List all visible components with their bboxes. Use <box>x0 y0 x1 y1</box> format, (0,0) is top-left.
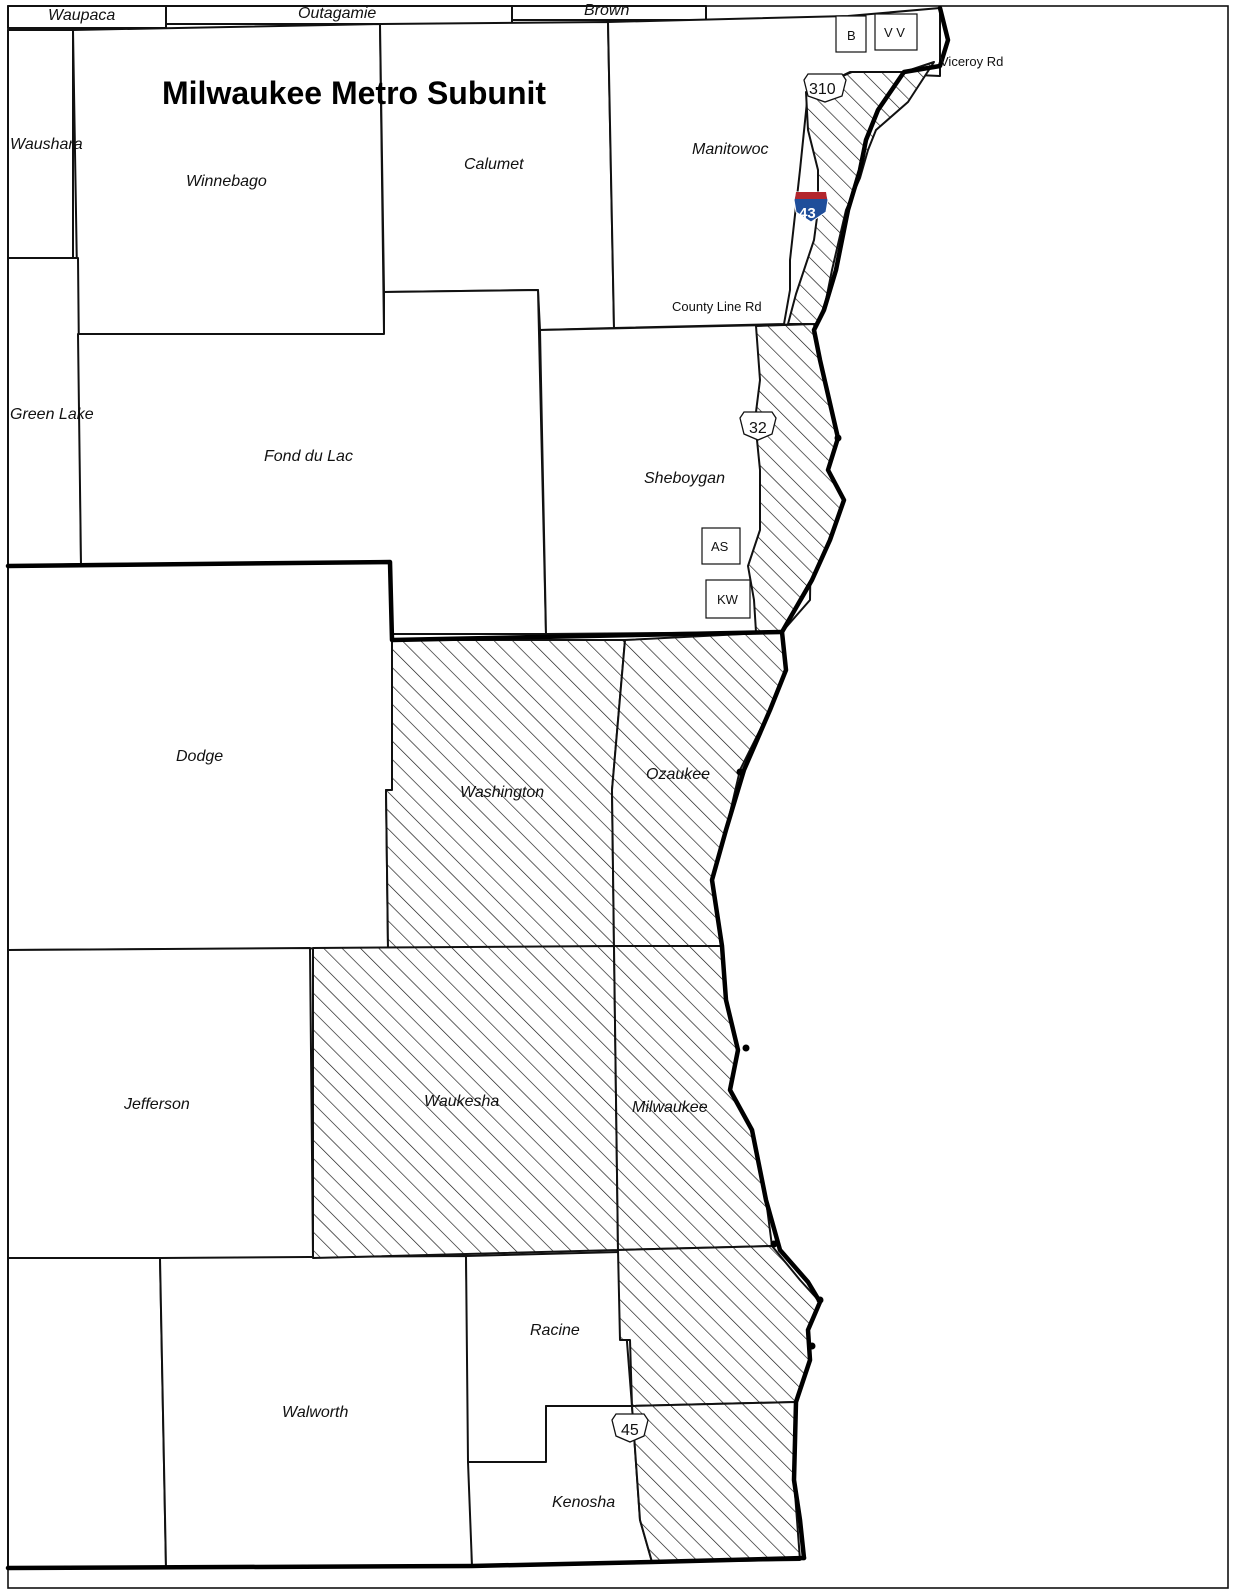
county-milwaukee <box>613 945 773 1251</box>
label-ozaukee: Ozaukee <box>646 766 710 783</box>
shoreline-point <box>808 1342 816 1350</box>
shoreline-point <box>742 1044 750 1052</box>
shoreline-point <box>770 1240 778 1248</box>
label-racine: Racine <box>530 1322 580 1339</box>
label-fond-du-lac: Fond du Lac <box>264 448 353 465</box>
label-washington: Washington <box>460 784 544 801</box>
us-45-shield: 45 <box>611 1413 649 1443</box>
label-manitowoc: Manitowoc <box>692 141 768 158</box>
shoreline-point <box>736 768 744 776</box>
box-vv: V V <box>874 13 918 51</box>
box-kw: KW <box>705 579 751 619</box>
label-brown: Brown <box>584 2 629 19</box>
subunit-boundary-south <box>5 1555 807 1571</box>
label-kenosha: Kenosha <box>552 1494 615 1511</box>
label-winnebago: Winnebago <box>186 173 267 190</box>
label-waushara: Waushara <box>10 136 83 153</box>
box-b: B <box>835 15 867 53</box>
label-dodge: Dodge <box>176 748 223 765</box>
map-title: Milwaukee Metro Subunit <box>162 75 546 111</box>
interstate-43-label: 43 <box>799 205 816 222</box>
kenosha-hatched-strip <box>631 1401 801 1563</box>
us-310-shield: 310 <box>803 73 847 103</box>
box-as-label: AS <box>711 539 729 554</box>
us-310-label: 310 <box>809 81 836 98</box>
us-32-label: 32 <box>749 420 767 437</box>
county-west-unlabeled <box>7 1257 167 1569</box>
subunit-hatched-area <box>312 61 935 1563</box>
box-kw-label: KW <box>717 592 739 607</box>
label-green-lake: Green Lake <box>10 406 94 423</box>
us-45-label: 45 <box>621 1422 639 1439</box>
shoreline-points <box>736 434 842 1350</box>
label-waukesha: Waukesha <box>424 1093 499 1110</box>
box-vv-label: V V <box>884 25 905 40</box>
label-sheboygan: Sheboygan <box>644 470 725 487</box>
sheboygan-hatched-strip <box>747 323 845 633</box>
label-viceroy-rd: Viceroy Rd <box>940 54 1003 69</box>
label-outagamie: Outagamie <box>298 5 376 22</box>
county-manitowoc <box>607 7 941 329</box>
subunit-boundary-north <box>5 559 785 643</box>
county-brown <box>511 5 707 21</box>
county-ozaukee <box>611 631 787 949</box>
northern-strip <box>7 5 707 29</box>
box-as: AS <box>701 527 741 565</box>
us-32-shield: 32 <box>739 411 777 441</box>
interstate-43-shield: 43 <box>793 191 829 223</box>
label-waupaca: Waupaca <box>48 7 115 24</box>
label-calumet: Calumet <box>464 156 524 173</box>
label-walworth: Walworth <box>282 1404 348 1421</box>
box-b-label: B <box>847 28 856 43</box>
shoreline-point <box>834 434 842 442</box>
label-milwaukee: Milwaukee <box>632 1099 708 1116</box>
label-county-line-rd: County Line Rd <box>672 299 762 314</box>
shoreline-point <box>816 1296 824 1304</box>
label-jefferson: Jefferson <box>123 1096 190 1113</box>
county-calumet <box>379 21 615 331</box>
racine-hatched-strip <box>617 1245 821 1407</box>
